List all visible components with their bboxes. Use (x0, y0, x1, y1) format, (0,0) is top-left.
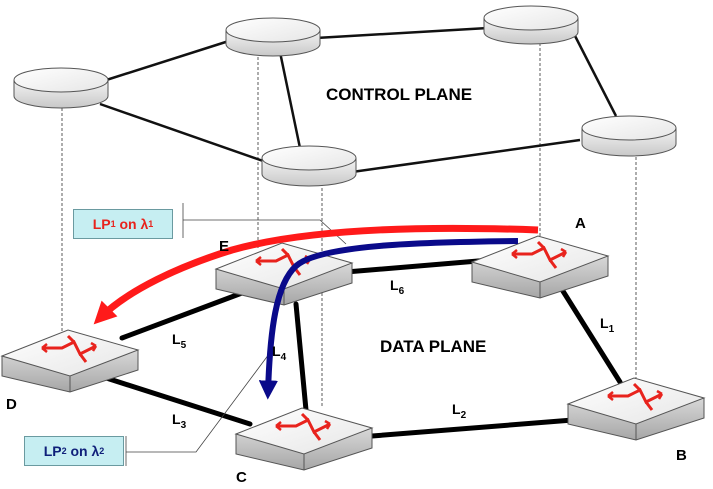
lp1-index: 1 (110, 219, 116, 229)
lp1-lambda: λ (140, 216, 149, 232)
link-l6 (343, 257, 493, 275)
data-plane-links (97, 257, 623, 439)
node-label-d: D (6, 396, 17, 413)
link-label-l1: L1 (600, 315, 615, 335)
node-label-a: A (575, 215, 586, 232)
link-label-l2: L2 (452, 401, 467, 421)
node-label-e: E (219, 238, 229, 255)
lp2-lambda: λ (91, 443, 100, 459)
control-plane-links (99, 26, 618, 174)
control-plane-label: CONTROL PLANE (326, 85, 472, 104)
link-label-l5: L5 (172, 331, 187, 351)
lp1-lambda-index: 1 (148, 219, 154, 229)
control-node-center (261, 145, 357, 187)
control-node-top-mid (225, 17, 321, 57)
link-label-l4: L4 (272, 343, 287, 363)
data-plane-label: DATA PLANE (380, 337, 486, 356)
link-label-l6: L6 (390, 277, 405, 297)
control-node-top-left (13, 67, 109, 109)
router-a (470, 235, 610, 299)
lightpath-lp2-arrow (258, 238, 519, 400)
node-label-c: C (236, 469, 247, 486)
link-label-l3: L3 (172, 411, 187, 431)
link-l1 (553, 277, 623, 385)
control-link (99, 102, 267, 164)
link-l5 (119, 287, 253, 341)
control-node-right (581, 115, 677, 157)
control-link (315, 26, 489, 40)
lp2-on: on (70, 443, 88, 459)
control-node-top-right (483, 5, 579, 45)
lightpath-lp1-arrow (93, 224, 539, 325)
link-l4 (293, 301, 309, 413)
lp1-on: on (119, 216, 137, 232)
lp2-lambda-index: 2 (99, 446, 105, 456)
router-d (0, 329, 140, 393)
control-link (351, 138, 581, 174)
link-l2 (369, 415, 601, 439)
router-c (234, 407, 374, 471)
control-link (570, 29, 618, 117)
control-link (99, 38, 233, 84)
lp2-prefix: LP (43, 443, 62, 459)
lp1-prefix: LP (92, 216, 111, 232)
control-link (278, 51, 302, 149)
link-l3 (97, 373, 253, 427)
node-label-b: B (676, 447, 687, 464)
router-b (566, 377, 706, 441)
lp2-index: 2 (61, 446, 67, 456)
